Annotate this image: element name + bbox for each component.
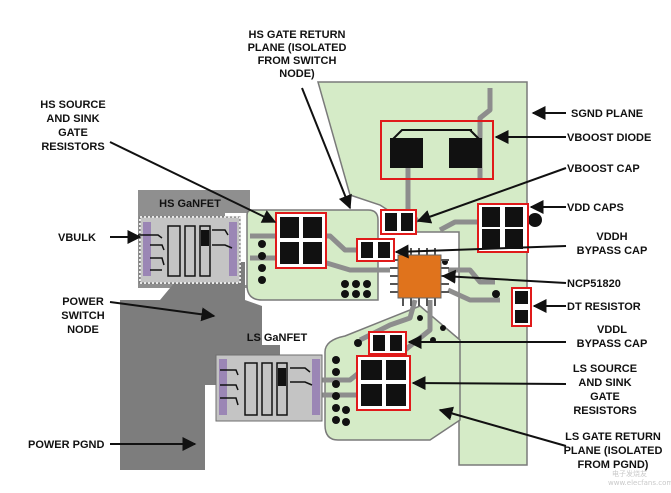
switch-node-plane: [120, 262, 262, 356]
ls-source-sink-label-2: AND SINK: [578, 377, 631, 389]
hs-gate-return-label-3: FROM SWITCH: [258, 55, 337, 67]
vddl-label-2: BYPASS CAP: [577, 338, 648, 350]
sgnd-plane: [317, 81, 528, 466]
sgnd-plane-label: SGND PLANE: [571, 108, 643, 120]
vias: [258, 213, 542, 426]
vddh-label-1: VDDH: [596, 231, 627, 243]
vboost-cap-label: VBOOST CAP: [567, 163, 640, 175]
watermark-url: www.elecfans.com: [608, 479, 671, 487]
arrow-power-switch-node: [109, 301, 216, 322]
watermark-cn: 电子发烧友: [612, 469, 647, 478]
ncp51820-driver: [390, 248, 449, 306]
vboost-diode: [380, 120, 494, 180]
power-switch-node-label-3: NODE: [67, 324, 99, 336]
hs-source-sink-label-3: GATE: [58, 127, 88, 139]
hs-gate-resistors: [275, 212, 327, 269]
ls-gate-return-label-3: FROM PGND): [578, 459, 649, 471]
arrow-vddh: [394, 244, 567, 259]
dt-resistor-label: DT RESISTOR: [567, 301, 641, 313]
hs-gate-return-label-2: PLANE (ISOLATED: [248, 42, 347, 54]
ls-gate-return-label-2: PLANE (ISOLATED: [564, 445, 663, 457]
power-switch-node-label-1: POWER: [62, 296, 104, 308]
arrow-hs-source-sink: [109, 141, 277, 223]
ls-ganfet-label: LS GaNFET: [247, 332, 308, 344]
ls-gate-return-label-1: LS GATE RETURN: [565, 431, 661, 443]
hs-ganfet: [138, 216, 241, 284]
vdd-caps: [477, 203, 529, 253]
ls-source-sink-label-4: RESISTORS: [573, 405, 636, 417]
ls-source-sink-label-1: LS SOURCE: [573, 363, 637, 375]
arrow-ncp51820: [441, 269, 567, 284]
labels-left: HS GATE RETURN PLANE (ISOLATED FROM SWIT…: [28, 29, 346, 451]
ls-ganfet: [215, 354, 323, 422]
power-switch-node-label-2: SWITCH: [61, 310, 104, 322]
callout-arrows: [109, 87, 567, 451]
hs-gate-return-label-4: NODE): [279, 68, 315, 80]
vboost-diode-label: VBOOST DIODE: [567, 132, 651, 144]
hs-source-sink-label-2: AND SINK: [46, 113, 99, 125]
vddh-bypass-cap: [356, 238, 395, 262]
vddl-label-1: VDDL: [597, 324, 627, 336]
arrow-ls-source-sink: [411, 376, 567, 391]
vdd-caps-label: VDD CAPS: [567, 202, 624, 214]
arrow-ls-gate-return: [438, 406, 567, 447]
dt-resistor: [511, 287, 532, 327]
hs-ganfet-label: HS GaNFET: [159, 198, 221, 210]
vddl-bypass-cap: [368, 331, 407, 355]
pgnd-plane: [120, 345, 205, 470]
vbulk-label: VBULK: [58, 232, 96, 244]
power-pgnd-label: POWER PGND: [28, 439, 104, 451]
hs-source-sink-label-1: HS SOURCE: [40, 99, 105, 111]
ls-gate-resistors: [356, 355, 411, 411]
arrow-vboost-cap: [416, 167, 567, 224]
ls-source-sink-label-3: GATE: [590, 391, 620, 403]
vboost-cap: [380, 209, 417, 235]
hs-gate-return-label-1: HS GATE RETURN: [249, 29, 346, 41]
hs-source-sink-label-4: RESISTORS: [41, 141, 104, 153]
arrow-hs-gate-return: [301, 87, 352, 210]
watermark: 电子发烧友 www.elecfans.com: [608, 469, 671, 487]
ncp51820-label: NCP51820: [567, 278, 621, 290]
labels-right: SGND PLANE VBOOST DIODE VBOOST CAP VDD C…: [564, 108, 663, 471]
vddh-label-2: BYPASS CAP: [577, 245, 648, 257]
